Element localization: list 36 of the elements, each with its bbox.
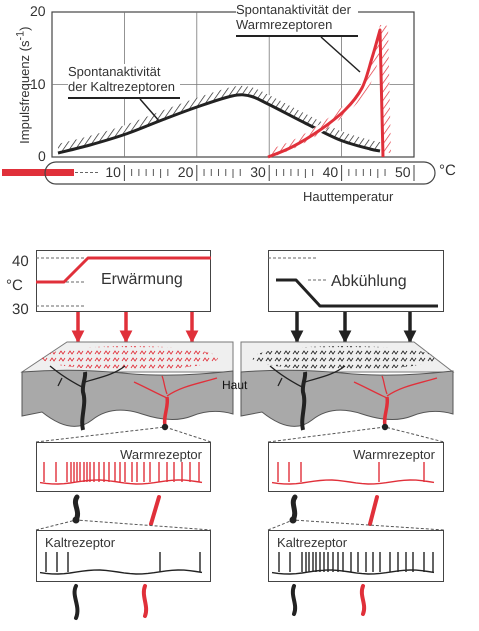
skin-drawing xyxy=(22,342,453,430)
axis-tick-label: 20 xyxy=(30,3,46,20)
panel-title: Kaltrezeptor xyxy=(45,535,116,550)
callout-label: Spontanaktivität der Warmrezeptoren xyxy=(236,2,358,37)
leader-line xyxy=(320,36,360,73)
axis-label: 30 xyxy=(12,301,29,318)
axis-tick-label: 40 xyxy=(322,164,338,181)
axis-tick-label: 30 xyxy=(250,164,266,181)
arrow xyxy=(404,312,416,344)
unit-label: °C xyxy=(439,162,456,180)
panel-title: Erwärmung xyxy=(101,271,183,289)
recording-panel xyxy=(36,530,211,582)
panel-title: Abkühlung xyxy=(331,273,407,291)
arrow xyxy=(120,312,132,344)
temperature-graph-panel xyxy=(268,250,444,312)
panel-title: Kaltrezeptor xyxy=(277,535,348,550)
axis-title: Hauttemperatur xyxy=(303,189,394,205)
axis-tick-label: 50 xyxy=(395,164,411,181)
axis-tick-label: 0 xyxy=(38,148,46,165)
temperature-graph-panel xyxy=(36,250,211,312)
recording-panel xyxy=(268,442,444,492)
callout-label: Spontanaktivität der Kaltrezeptoren xyxy=(68,64,180,99)
axis-tick-label: 10 xyxy=(105,164,121,181)
recording-panel xyxy=(268,530,444,582)
arrow xyxy=(186,312,198,344)
recording-panel xyxy=(36,442,211,492)
axis-label: °C xyxy=(6,277,23,294)
axis-tick-label: 10 xyxy=(30,76,46,92)
arrow xyxy=(72,312,84,344)
axis-tick-label: 20 xyxy=(178,164,194,181)
arrow xyxy=(338,312,352,344)
leader-line xyxy=(139,98,161,122)
panel-title: Warmrezeptor xyxy=(353,447,435,462)
panel-title: Warmrezeptor xyxy=(120,447,202,462)
axis-label: 40 xyxy=(12,253,29,270)
arrow xyxy=(290,312,304,344)
